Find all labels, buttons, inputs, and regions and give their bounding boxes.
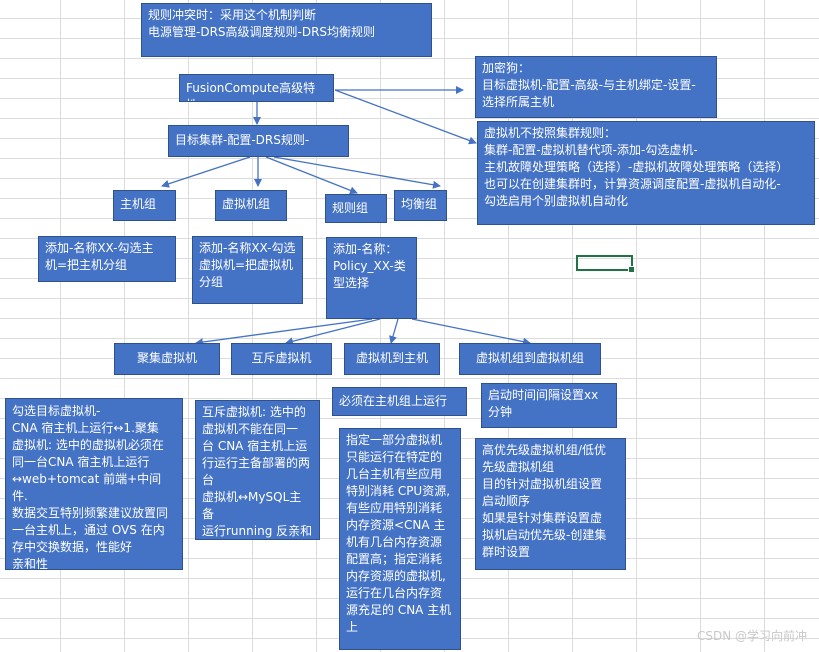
mutex-desc-box: 互斥虚拟机: 选中的 虚拟机不能在同一 台 CNA 宿主机上运 行运行主备部署的…: [195, 400, 320, 540]
watermark: CSDN @学习向前冲: [696, 629, 807, 643]
vm-group-box: 虚拟机组: [215, 190, 287, 221]
arrow-root-to-vm-not-cluster: [334, 89, 477, 145]
arrow-rule-to-vmgroup: [411, 318, 531, 346]
rule-group-box: 规则组: [325, 194, 387, 223]
target-cluster-box: 目标集群-配置-DRS规则-: [168, 125, 349, 157]
vm-not-cluster-box: 虚拟机不按照集群规则： 集群-配置-虚拟机替代项-添加-勾选虚机- 主机故障处理…: [477, 121, 815, 225]
startup-interval-box: 启动时间间隔设置xx 分钟: [481, 383, 617, 428]
host-group-box: 主机组: [113, 190, 176, 221]
host-group-desc-box: 添加-名称XX-勾选主 机=把主机分组: [38, 236, 176, 282]
vm-to-host-box: 虚拟机到主机: [344, 343, 440, 375]
must-run-desc-box: 指定一部分虚拟机 只能运行在特定的 几台主机有些应用 特别消耗 CPU资源, 有…: [339, 428, 461, 650]
balance-group-box: 均衡组: [394, 190, 447, 221]
arrow-cluster-to-rule-group: [265, 156, 358, 195]
arrow-rule-to-mutex: [285, 318, 381, 346]
selected-cell[interactable]: [576, 255, 635, 273]
arrow-rule-to-aggregate: [195, 318, 373, 347]
arrow-rule-to-vm-to-host: [389, 318, 399, 344]
priority-desc-box: 高优先级虚拟机组/低优 先级虚拟机组 目的针对虚拟机组设置 启动顺序 如果是针对…: [475, 438, 626, 570]
aggregate-desc-box: 勾选目标虚拟机- CNA 宿主机上运行↔1.聚集 虚拟机: 选中的虚拟机必须在 …: [5, 398, 183, 570]
rule-group-desc-box: 添加-名称： Policy_XX-类 型选择: [326, 237, 417, 319]
vmgroup-to-vmgroup-box: 虚拟机组到虚拟机组: [459, 343, 601, 375]
dongle-box: 加密狗： 目标虚拟机-配置-高级-与主机绑定-设置- 选择所属主机: [475, 56, 717, 118]
must-run-host-group-box: 必须在主机组上运行: [332, 387, 467, 416]
vm-group-desc-box: 添加-名称XX-勾选 虚拟机=把虚拟机 分组: [192, 236, 303, 304]
arrow-cluster-to-balance-group: [273, 156, 441, 189]
aggregate-vm-box: 聚集虚拟机: [114, 343, 220, 375]
arrow-cluster-to-host-group: [161, 156, 251, 188]
conflict-rule-box: 规则冲突时：采用这个机制判断 电源管理-DRS高级调度规则-DRS均衡规则: [141, 3, 432, 57]
fusioncompute-root-box: FusionCompute高级特性: [179, 74, 334, 102]
mutex-vm-box: 互斥虚拟机: [231, 343, 332, 375]
